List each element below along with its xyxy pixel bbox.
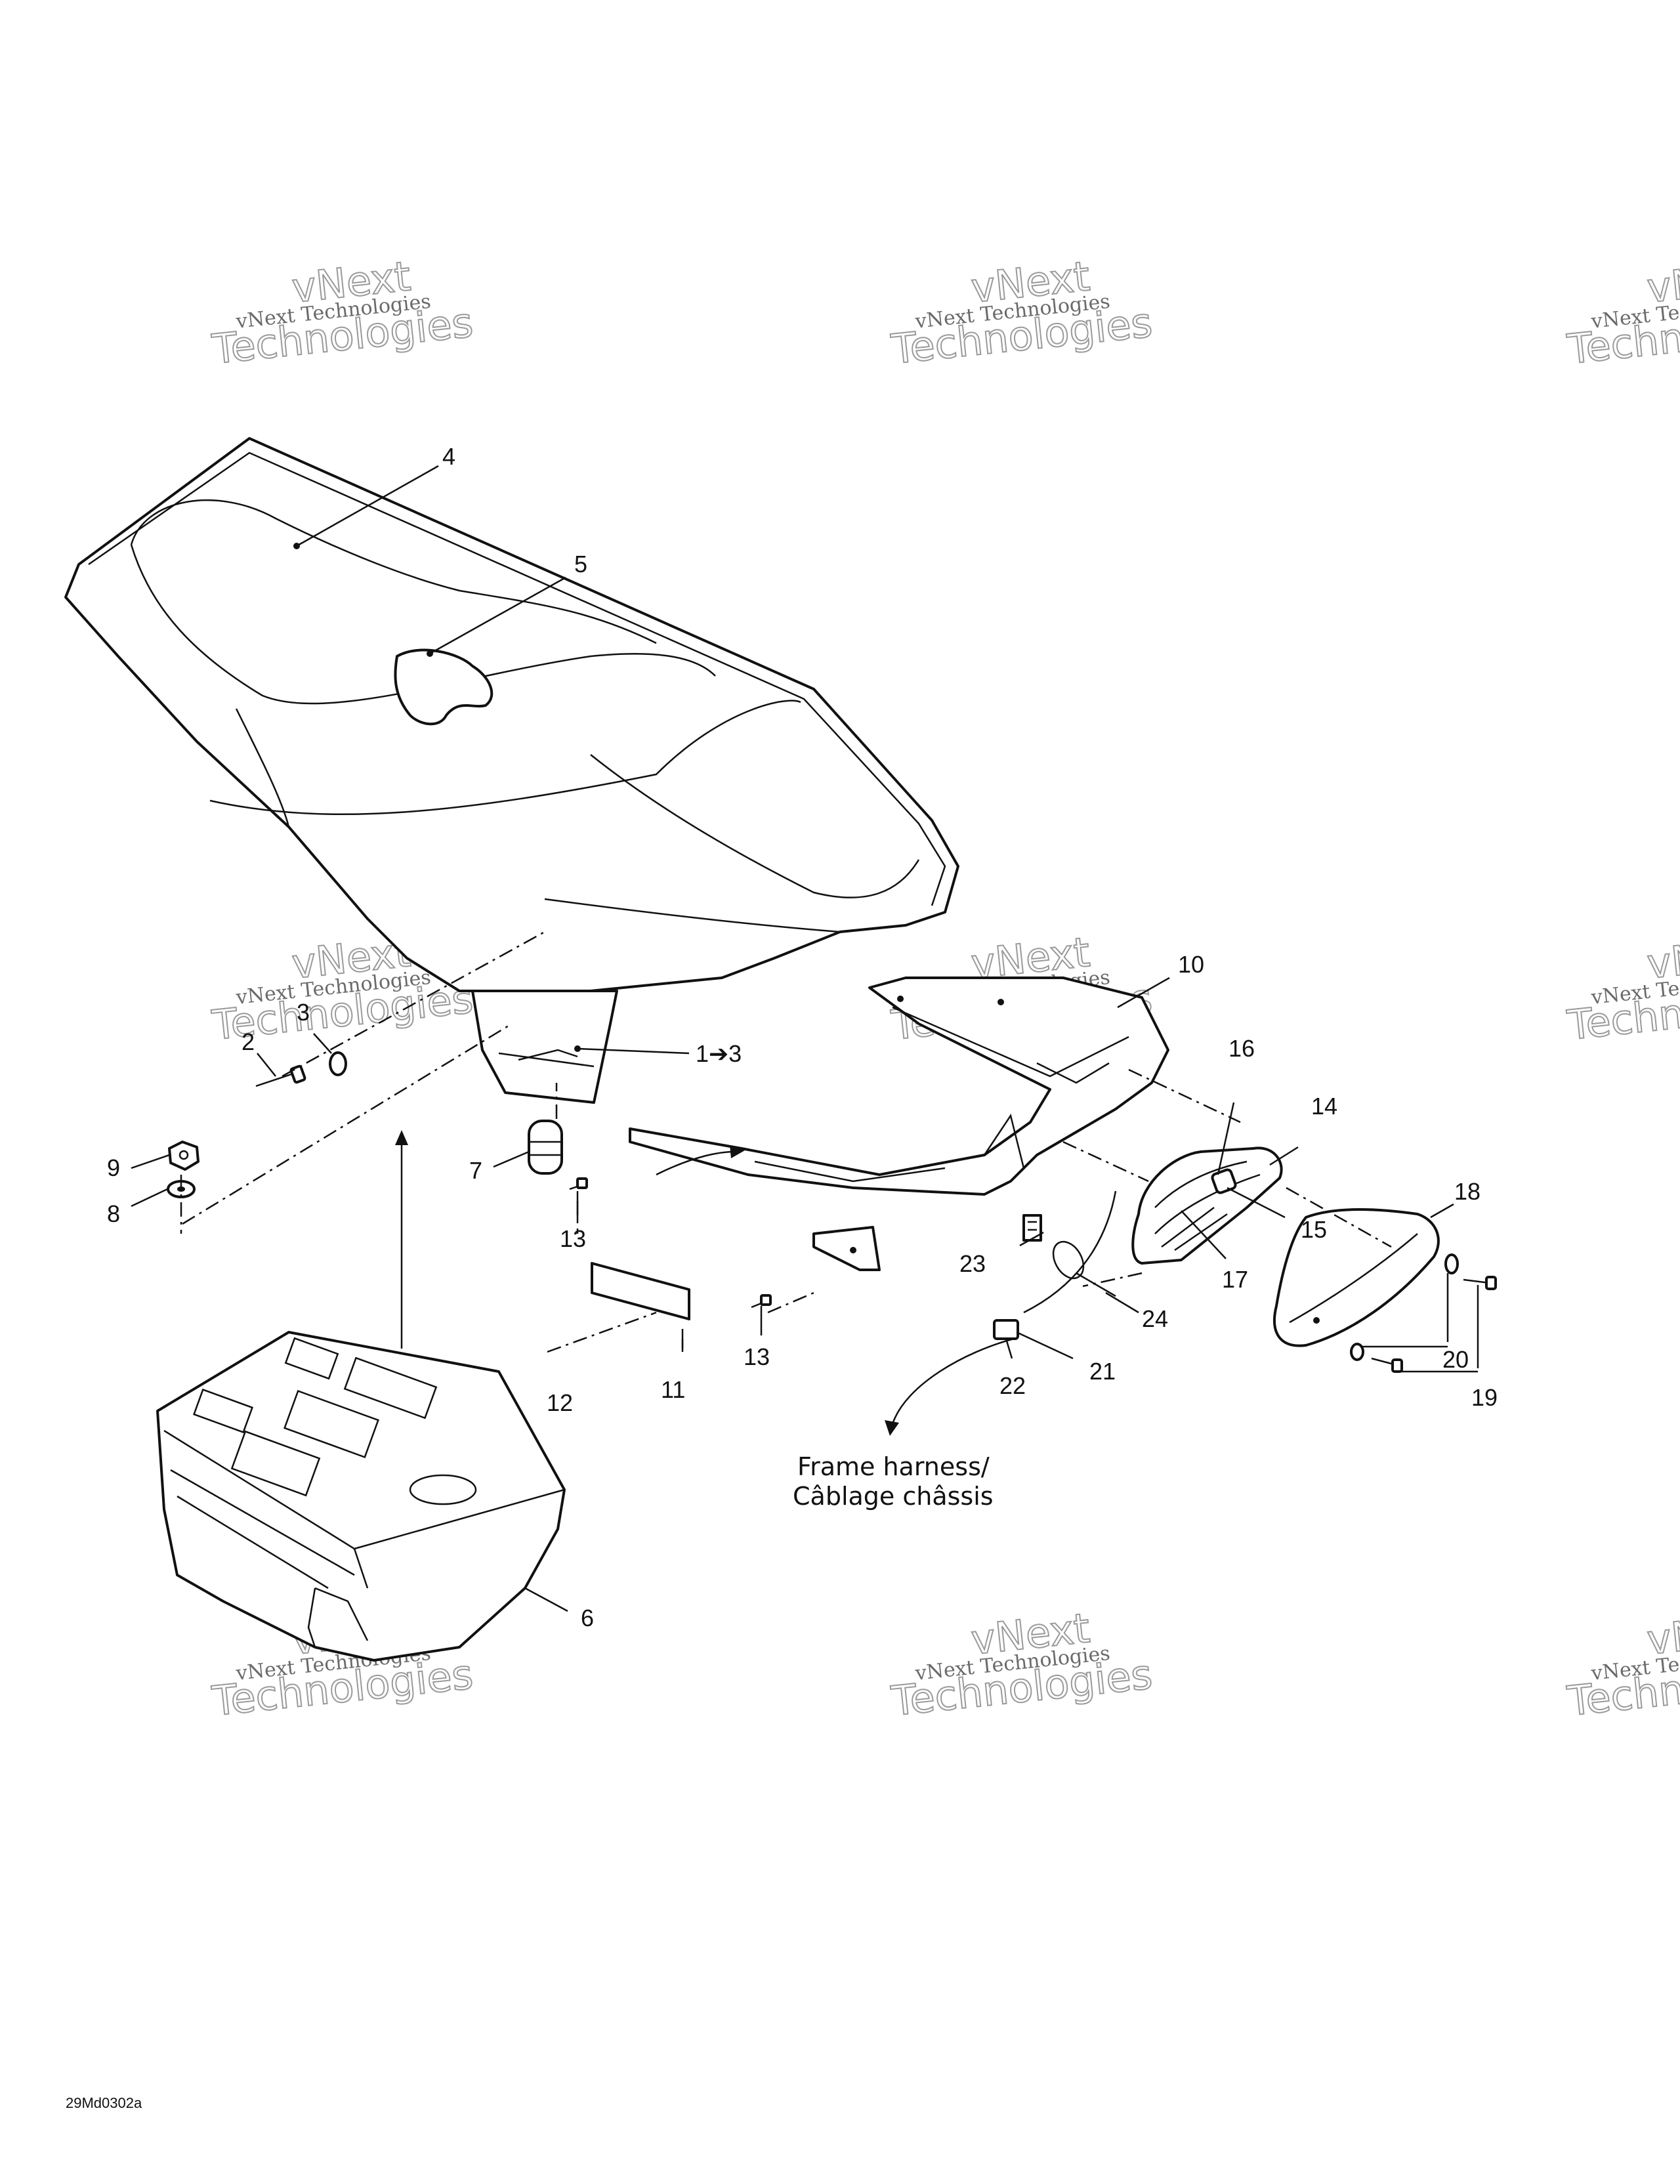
cable-tie-24 (1052, 1240, 1116, 1297)
callout-8: 8 (107, 1200, 120, 1227)
watermark-mid-right: vNext Technologies vNext Technologies (1564, 927, 1680, 1050)
callout-19: 19 (1471, 1384, 1498, 1411)
washer-20-lower (1350, 1343, 1364, 1361)
callout-15: 15 (1301, 1216, 1327, 1243)
screw-19-lower (1371, 1357, 1403, 1373)
washer-3 (329, 1051, 347, 1076)
callout-22: 22 (999, 1372, 1026, 1399)
callout-13-left: 13 (560, 1225, 586, 1252)
watermark-top-right: vNext Technologies vNext Technologies (1564, 251, 1680, 374)
taillight-lens (1273, 1208, 1440, 1347)
screw-19-upper (1463, 1276, 1497, 1290)
callout-2: 2 (242, 1028, 255, 1055)
callout-14: 14 (1311, 1093, 1337, 1120)
watermark-bottom-right: vNext Technologies vNext Technologies (1564, 1603, 1680, 1726)
callout-10: 10 (1178, 951, 1204, 978)
callout-5: 5 (574, 551, 587, 578)
note-line-2: Câblage châssis (793, 1482, 994, 1511)
seat-bracket (471, 990, 618, 1104)
callout-24: 24 (1142, 1305, 1168, 1332)
callout-numbers: 4 5 1➔3 3 2 9 8 7 13 13 12 11 10 16 14 1… (107, 443, 1498, 1631)
screw-13-upper (569, 1177, 588, 1190)
callout-23: 23 (959, 1250, 986, 1277)
callout-7: 7 (469, 1157, 482, 1184)
leader-lines (131, 465, 1479, 1612)
callout-1-to-3: 1➔3 (696, 1040, 742, 1067)
watermark-bottom-center: vNext Technologies vNext Technologies (888, 1603, 1155, 1726)
callout-18: 18 (1454, 1178, 1480, 1205)
callout-12: 12 (547, 1389, 573, 1416)
grommet-7 (528, 1120, 563, 1175)
frame-harness-note: Frame harness/ Câblage châssis (793, 1452, 994, 1511)
assembly-lines (180, 931, 1392, 1436)
rear-cover (629, 976, 1169, 1271)
callout-11: 11 (661, 1376, 685, 1403)
callout-20: 20 (1442, 1346, 1469, 1373)
nut-9 (168, 1141, 200, 1171)
callout-9: 9 (107, 1154, 120, 1181)
callout-4: 4 (442, 443, 455, 470)
reflector-grille-11 (591, 1262, 690, 1320)
connector-22 (993, 1319, 1019, 1340)
watermark-top-center: vNext Technologies vNext Technologies (888, 251, 1155, 374)
watermark-top-left: vNext Technologies vNext Technologies (209, 251, 476, 374)
callout-13-right: 13 (744, 1343, 770, 1370)
clip-23 (1022, 1214, 1042, 1242)
rivet (255, 1064, 306, 1087)
note-line-1: Frame harness/ (797, 1452, 990, 1481)
washer-20-upper (1444, 1253, 1459, 1274)
callout-17: 17 (1222, 1266, 1248, 1293)
taillight-housing (1131, 1146, 1283, 1265)
callout-16: 16 (1228, 1035, 1255, 1062)
storage-bin (156, 1331, 566, 1662)
callout-3: 3 (297, 999, 310, 1026)
diagram-reference-code: 29Md0302a (66, 2095, 142, 2111)
screw-13-lower (751, 1294, 772, 1309)
seat-assembly (64, 437, 959, 992)
callout-21: 21 (1089, 1358, 1116, 1385)
callout-6: 6 (581, 1605, 594, 1631)
seat-emblem (394, 648, 494, 726)
